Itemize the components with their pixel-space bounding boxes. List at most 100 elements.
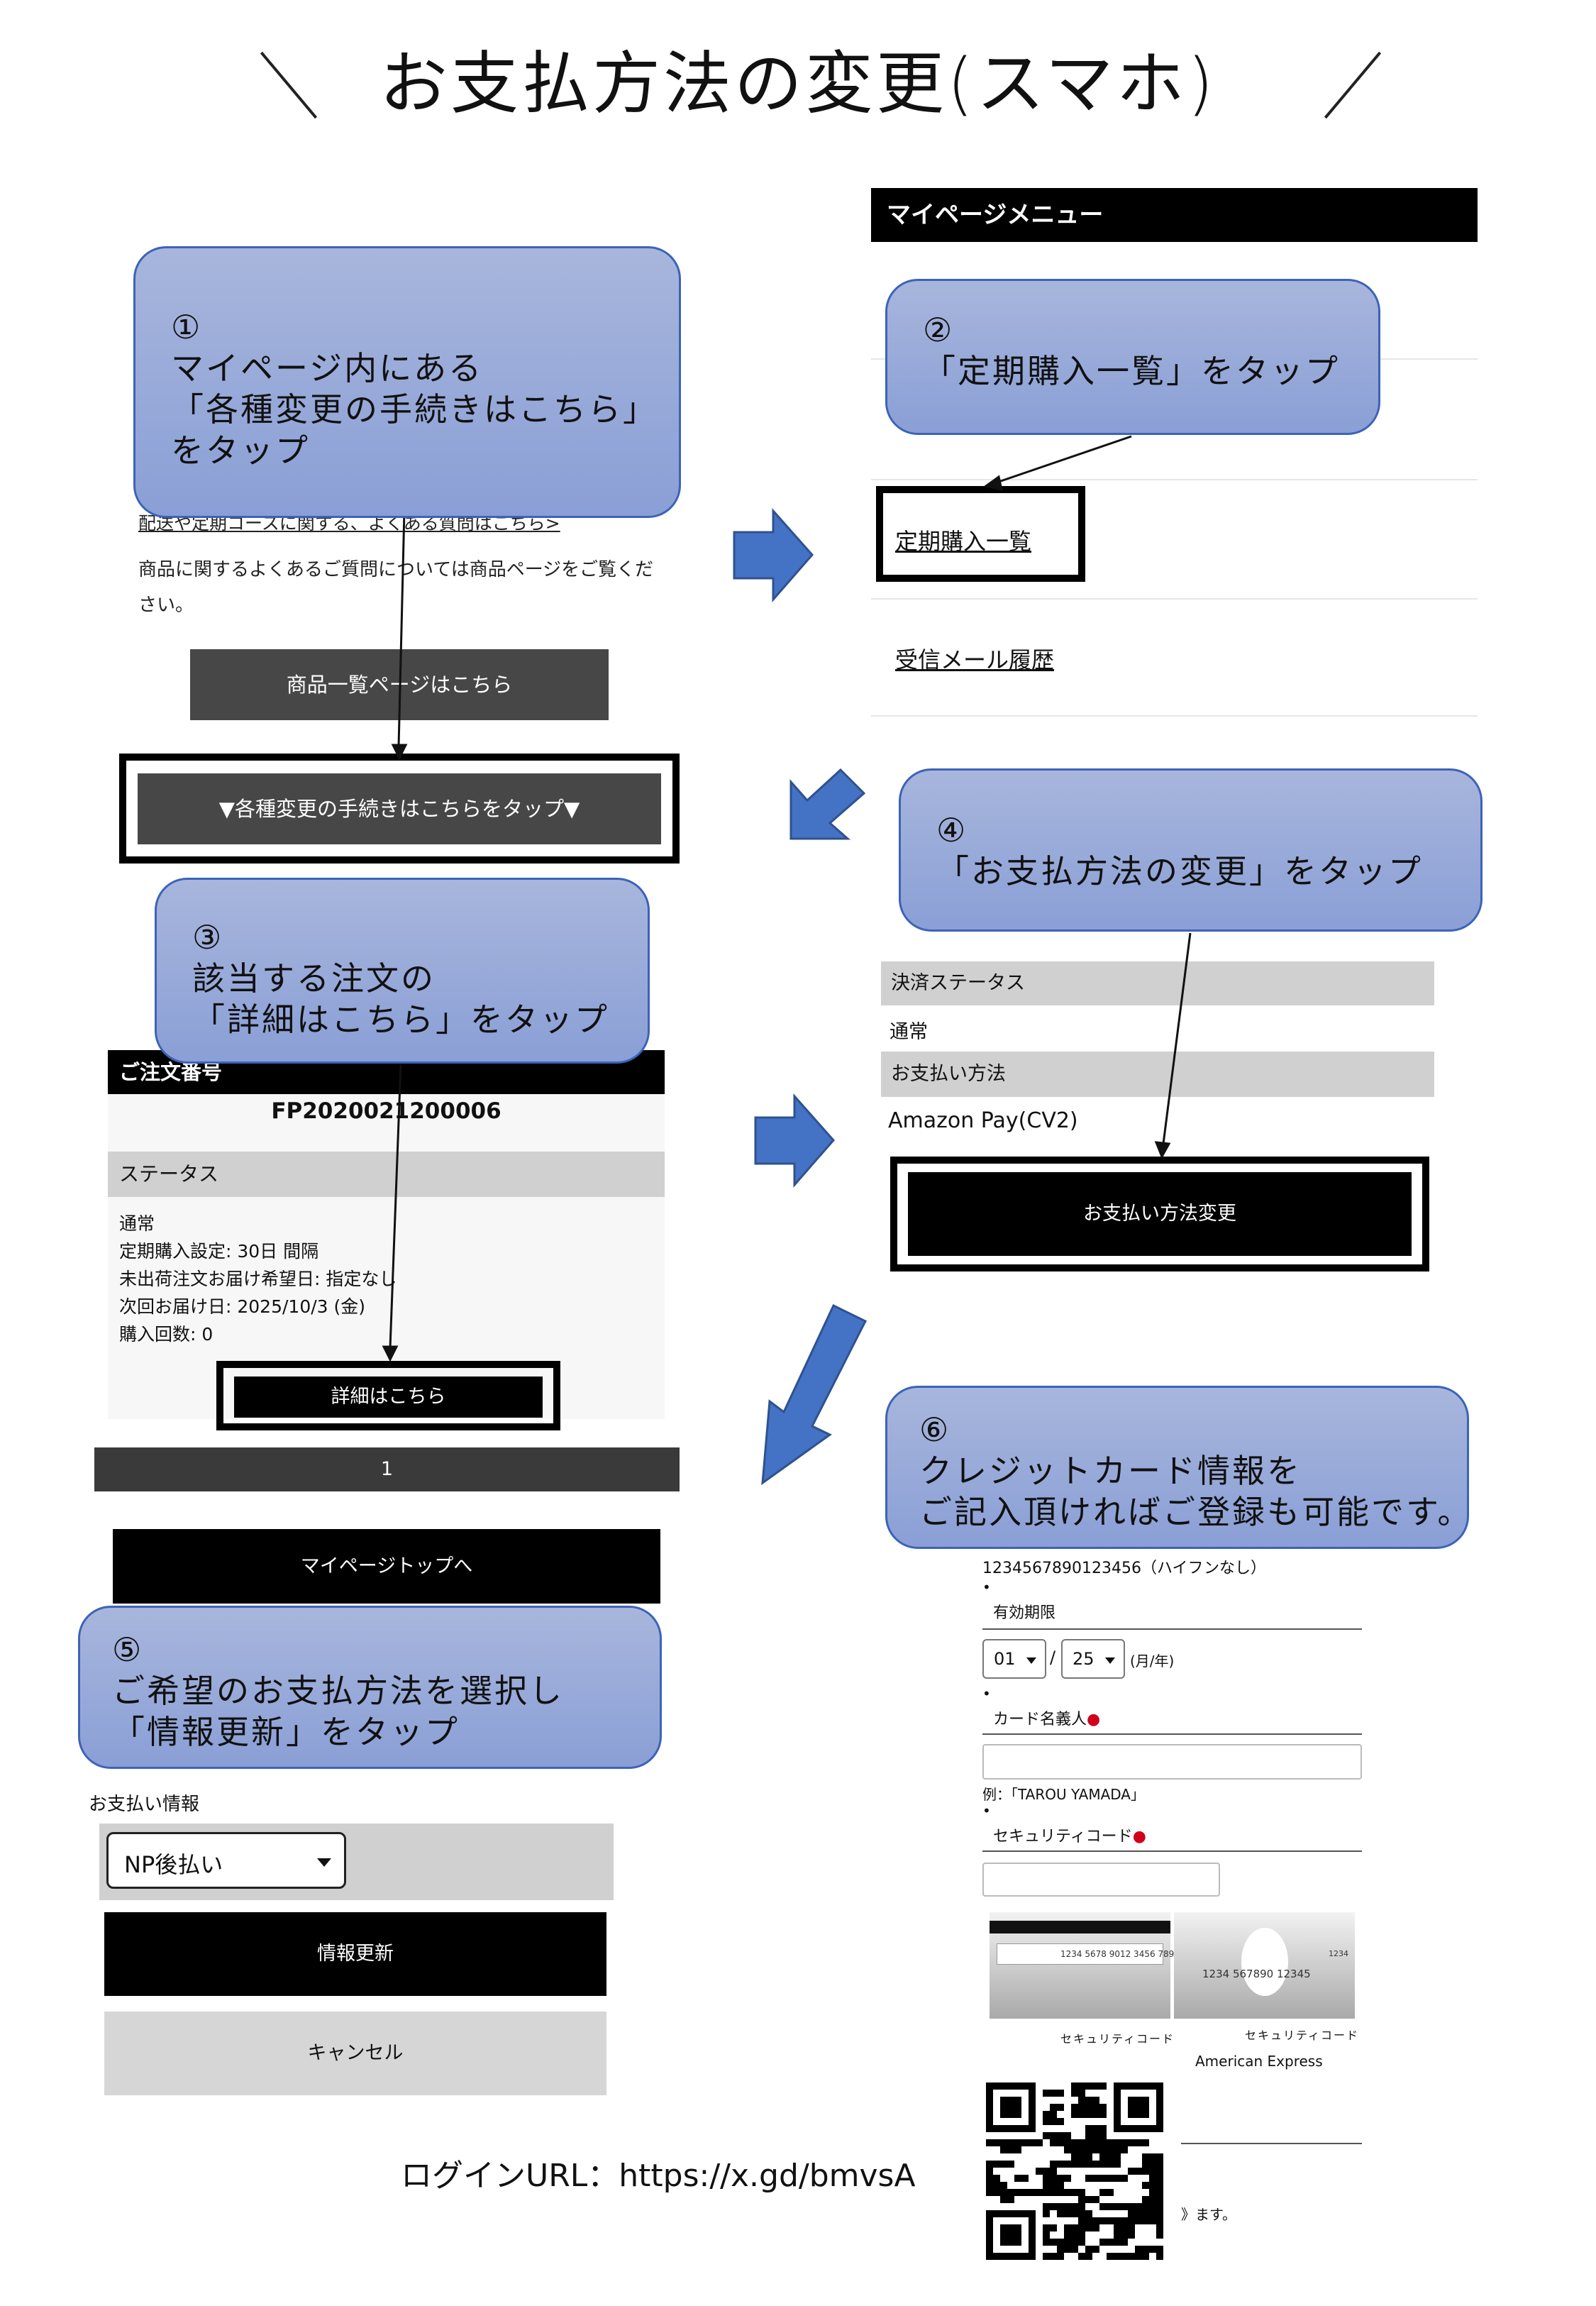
security-label-text: セキュリティコード: [993, 1828, 1133, 1846]
right-block-arrow-1: [733, 508, 814, 602]
payment-info-label: お支払い情報: [89, 1794, 200, 1815]
connector-line-1: [397, 510, 406, 747]
step1-line3: をタップ: [171, 431, 310, 470]
step4-line1: 「お支払方法の変更」をタップ: [936, 852, 1423, 890]
details-button[interactable]: 詳細はこちら: [234, 1377, 543, 1418]
connector-line-4: [389, 1064, 402, 1349]
step4-number: ④: [936, 811, 968, 849]
arrowhead-2: [983, 475, 1003, 491]
step1-line2: 「各種変更の手続きはこちら」: [171, 390, 658, 429]
mypage-top-button[interactable]: マイページトップへ: [113, 1529, 660, 1604]
holder-input[interactable]: [982, 1744, 1362, 1780]
chevron-down-icon: [1026, 1657, 1036, 1664]
magnetic-stripe: [990, 1921, 1170, 1933]
page-title: お支払方法の変更(スマホ): [379, 44, 1217, 123]
subscription-list-frame: [876, 486, 1085, 582]
amex-number: 1234 567890 12345: [1202, 1968, 1311, 1980]
amex-card-illustration: 1234 567890 12345 1234: [1174, 1912, 1355, 2019]
chevron-down-icon: [317, 1858, 331, 1867]
step3-bubble: ③ 該当する注文の 「詳細はこちら」をタップ: [155, 878, 650, 1064]
step3-number: ③: [192, 918, 224, 956]
security-caption-1: セキュリティコード: [1060, 2032, 1175, 2046]
step4-bubble: ④ 「お支払方法の変更」をタップ: [899, 768, 1483, 932]
step6-number: ⑥: [919, 1411, 951, 1449]
step6-bubble: ⑥ クレジットカード情報を ご記入頂ければご登録も可能です。: [885, 1386, 1473, 1549]
expiry-month-select[interactable]: 01: [982, 1639, 1046, 1679]
diagonal-block-arrow-1: [789, 768, 866, 840]
holder-label: カード名義人●: [993, 1706, 1100, 1729]
tail-divider: [1181, 2143, 1362, 2144]
step5-line2: 「情報更新」をタップ: [112, 1713, 460, 1751]
change-payment-button[interactable]: お支払い方法変更: [908, 1172, 1412, 1256]
step1-bubble: ① マイページ内にある 「各種変更の手続きはこちら」 をタップ: [133, 246, 681, 518]
pager[interactable]: 1: [94, 1447, 680, 1491]
amex-emblem: [1241, 1928, 1288, 1996]
settlement-status-value: 通常: [890, 1021, 928, 1043]
qr-code[interactable]: [986, 2082, 1163, 2260]
login-url[interactable]: ログインURL：https://x.gd/bmvsA: [401, 2158, 916, 2194]
signature-strip: [997, 1943, 1163, 1965]
required-mark: ●: [1132, 1828, 1146, 1846]
amex-code: 1234: [1329, 1949, 1348, 1958]
change-procedure-button[interactable]: ▼各種変更の手続きはこちらをタップ▼: [138, 773, 661, 844]
update-info-button[interactable]: 情報更新: [104, 1912, 606, 1996]
holder-divider: [982, 1733, 1362, 1735]
step6-line2: ご記入頂ければご登録も可能です。: [919, 1493, 1473, 1531]
right-block-arrow-2: [754, 1093, 835, 1188]
diagonal-block-arrow-2: [761, 1303, 868, 1486]
change-payment-frame: [890, 1157, 1429, 1271]
status-line-5: 購入回数: 0: [119, 1324, 214, 1345]
arrowhead-1: [391, 744, 408, 761]
security-divider: [982, 1850, 1362, 1852]
security-label: セキュリティコード●: [993, 1824, 1146, 1846]
step2-number: ②: [923, 311, 955, 349]
bullet-2: •: [982, 1685, 991, 1702]
status-line-3: 未出荷注文お届け希望日: 指定なし: [119, 1269, 397, 1289]
required-mark: ●: [1087, 1711, 1101, 1728]
step3-line2: 「詳細はこちら」をタップ: [192, 1000, 609, 1039]
card-number-example: 1234567890123456（ハイフンなし）: [982, 1560, 1266, 1577]
menu-divider-3: [871, 598, 1478, 600]
status-header: ステータス: [108, 1152, 665, 1197]
chevron-down-icon: [1105, 1657, 1115, 1664]
expiry-separator: /: [1050, 1648, 1056, 1667]
holder-example: 例：｢TAROU YAMADA｣: [982, 1786, 1138, 1803]
expiry-unit: (月/年): [1130, 1653, 1175, 1670]
step2-bubble: ② 「定期購入一覧」をタップ: [885, 279, 1380, 435]
menu-divider-4: [871, 715, 1478, 717]
step5-bubble: ⑤ ご希望のお支払方法を選択し 「情報更新」をタップ: [78, 1606, 662, 1769]
holder-label-text: カード名義人: [993, 1711, 1087, 1728]
product-faq-line1: 商品に関するよくあるご質問については商品ページをご覧くだ: [138, 559, 654, 580]
cancel-button[interactable]: キャンセル: [104, 2012, 606, 2095]
status-line-4: 次回お届け日: 2025/10/3 (金): [119, 1296, 366, 1317]
expiry-label: 有効期限: [993, 1604, 1056, 1622]
expiry-month-value: 01: [994, 1649, 1016, 1669]
status-line-1: 通常: [119, 1213, 155, 1234]
tail-text: 》ます。: [1181, 2206, 1236, 2223]
security-caption-2: セキュリティコード: [1245, 2029, 1360, 2042]
step5-number: ⑤: [112, 1631, 144, 1669]
step1-number: ①: [171, 308, 203, 346]
order-number: FP2020021200006: [271, 1098, 501, 1124]
product-faq-line2: さい。: [138, 595, 194, 616]
menu-divider-2: [871, 479, 1478, 480]
subscription-list-link[interactable]: 定期購入一覧: [895, 528, 1032, 555]
step3-line1: 該当する注文の: [192, 959, 436, 998]
expiry-year-select[interactable]: 25: [1061, 1639, 1125, 1679]
step1-line1: マイページ内にある: [171, 349, 484, 387]
step5-line1: ご希望のお支払方法を選択し: [112, 1672, 564, 1710]
arrowhead-4: [382, 1345, 399, 1362]
step2-line1: 「定期購入一覧」をタップ: [923, 352, 1340, 390]
security-input[interactable]: [982, 1863, 1220, 1897]
email-history-link[interactable]: 受信メール履歴: [895, 646, 1055, 673]
payment-method-value: Amazon Pay(CV2): [888, 1108, 1078, 1133]
details-frame: [216, 1361, 560, 1430]
selected-payment-method: NP後払い: [124, 1851, 223, 1878]
arrowhead-3: [1154, 1141, 1171, 1159]
expiry-divider: [982, 1628, 1362, 1630]
payment-method-select[interactable]: NP後払い: [106, 1832, 346, 1889]
settlement-status-header: 決済ステータス: [881, 961, 1434, 1005]
connector-line-3: [1162, 932, 1192, 1144]
step6-line1: クレジットカード情報を: [919, 1452, 1302, 1490]
